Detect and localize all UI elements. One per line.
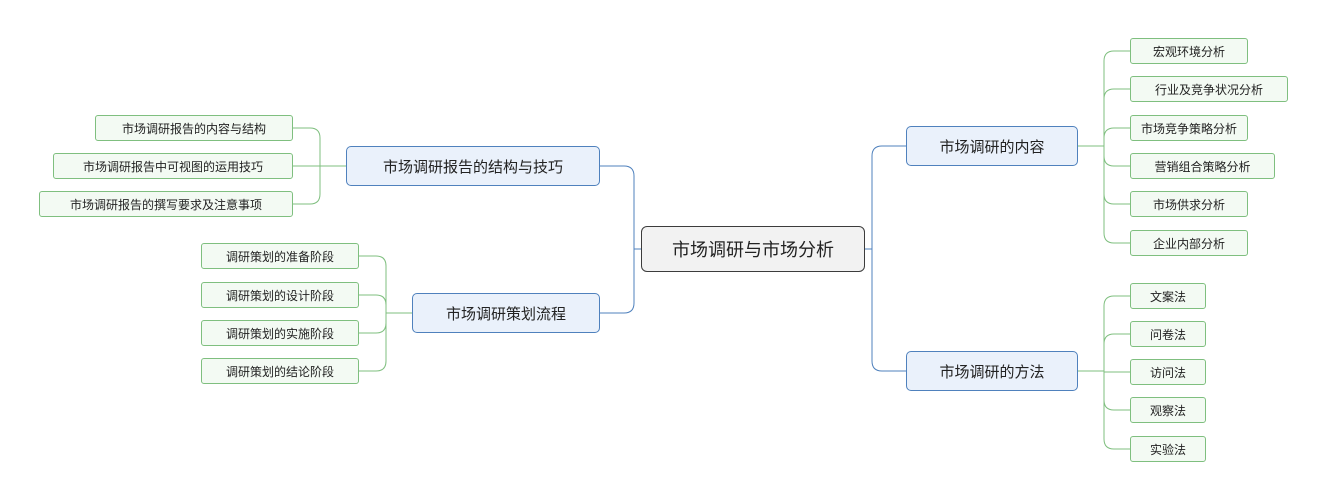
connectors-content <box>1078 50 1130 244</box>
connector-report-2 <box>293 166 321 205</box>
connectors-report <box>293 127 346 205</box>
leaf-node[interactable]: 营销组合策略分析 <box>1130 153 1275 179</box>
leaf-node[interactable]: 调研策划的准备阶段 <box>201 243 359 269</box>
connector-report-0 <box>293 127 346 167</box>
leaf-node[interactable]: 企业内部分析 <box>1130 230 1248 256</box>
connector-planning-0 <box>359 255 412 314</box>
leaf-node[interactable]: 文案法 <box>1130 283 1206 309</box>
branch-report-structure[interactable]: 市场调研报告的结构与技巧 <box>346 146 600 186</box>
connector-methods-4 <box>1103 371 1130 450</box>
connector-content-4 <box>1103 146 1130 205</box>
leaf-node[interactable]: 调研策划的结论阶段 <box>201 358 359 384</box>
branch-research-content[interactable]: 市场调研的内容 <box>906 126 1078 166</box>
connector-methods-2 <box>1103 371 1130 373</box>
connector-content-0 <box>1078 50 1130 147</box>
connector-content-5 <box>1103 146 1130 244</box>
leaf-node[interactable]: 市场调研报告的撰写要求及注意事项 <box>39 191 293 217</box>
connector-content-3 <box>1103 146 1130 167</box>
leaf-node[interactable]: 行业及竞争状况分析 <box>1130 76 1288 102</box>
connector-content-2 <box>1103 127 1130 146</box>
branch-research-methods[interactable]: 市场调研的方法 <box>906 351 1078 391</box>
connector-root-to-report <box>600 165 641 250</box>
connector-content-1 <box>1103 88 1130 146</box>
leaf-node[interactable]: 观察法 <box>1130 397 1206 423</box>
leaf-node[interactable]: 市场调研报告的内容与结构 <box>95 115 293 141</box>
connector-root-to-content <box>865 145 906 250</box>
connector-planning-2 <box>359 313 387 334</box>
root-node[interactable]: 市场调研与市场分析 <box>641 226 865 272</box>
leaf-node[interactable]: 市场竞争策略分析 <box>1130 115 1248 141</box>
connector-root-to-planning <box>600 248 641 314</box>
connector-methods-1 <box>1103 333 1130 371</box>
connector-methods-3 <box>1103 371 1130 411</box>
connector-root-to-methods <box>865 248 906 372</box>
leaf-node[interactable]: 访问法 <box>1130 359 1206 385</box>
connector-methods-0 <box>1078 295 1130 372</box>
connectors-planning <box>359 255 412 372</box>
connector-planning-1 <box>359 294 387 313</box>
leaf-node[interactable]: 实验法 <box>1130 436 1206 462</box>
connectors-methods <box>1078 295 1130 450</box>
leaf-node[interactable]: 调研策划的实施阶段 <box>201 320 359 346</box>
leaf-node[interactable]: 宏观环境分析 <box>1130 38 1248 64</box>
leaf-node[interactable]: 调研策划的设计阶段 <box>201 282 359 308</box>
leaf-node[interactable]: 市场调研报告中可视图的运用技巧 <box>53 153 293 179</box>
connector-planning-3 <box>359 313 387 372</box>
leaf-node[interactable]: 市场供求分析 <box>1130 191 1248 217</box>
branch-planning-process[interactable]: 市场调研策划流程 <box>412 293 600 333</box>
leaf-node[interactable]: 问卷法 <box>1130 321 1206 347</box>
